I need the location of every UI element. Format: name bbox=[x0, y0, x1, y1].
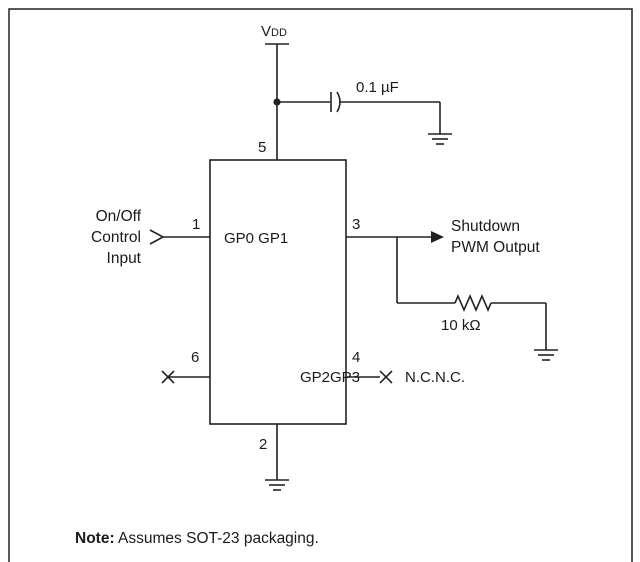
nc-label: N.C.N.C. bbox=[405, 369, 465, 386]
input-label-line-3: Input bbox=[107, 250, 142, 267]
no-connect-mark-pin6 bbox=[161, 370, 175, 384]
resistor-ground-icon bbox=[534, 349, 558, 361]
pin-number-5: 5 bbox=[258, 139, 266, 156]
pin-number-4: 4 bbox=[352, 349, 360, 366]
pin2-ground-icon bbox=[265, 479, 289, 491]
output-arrow-icon bbox=[431, 231, 444, 243]
capacitor-value: 0.1 µF bbox=[356, 79, 399, 96]
input-label-line-2: Control bbox=[91, 229, 141, 246]
diagram-frame bbox=[8, 8, 633, 562]
pin-number-3: 3 bbox=[352, 216, 360, 233]
no-connect-mark-pin4 bbox=[379, 370, 393, 384]
output-label-line-1: Shutdown bbox=[451, 218, 520, 235]
resistor-value: 10 kΩ bbox=[441, 317, 481, 334]
output-label-line-2: PWM Output bbox=[451, 239, 540, 256]
pin-number-1: 1 bbox=[192, 216, 200, 233]
resistor bbox=[454, 293, 492, 313]
note-label: Note: bbox=[75, 530, 115, 547]
ic-label-gp2-gp3: GP2GP3 bbox=[300, 369, 360, 386]
ic-body bbox=[209, 159, 347, 425]
ic-label-gp0-gp1: GP0 GP1 bbox=[224, 230, 288, 247]
vdd-label: VDD bbox=[261, 23, 287, 40]
junction-dot bbox=[273, 98, 281, 106]
packaging-note: Note: Assumes SOT-23 packaging. bbox=[75, 530, 319, 548]
input-chevron bbox=[149, 229, 165, 245]
capacitor-ground-icon bbox=[428, 133, 452, 145]
input-label-line-1: On/Off bbox=[96, 208, 142, 225]
note-text: Assumes SOT-23 packaging. bbox=[114, 530, 319, 547]
pin-number-2: 2 bbox=[259, 436, 267, 453]
pin-number-6: 6 bbox=[191, 349, 199, 366]
